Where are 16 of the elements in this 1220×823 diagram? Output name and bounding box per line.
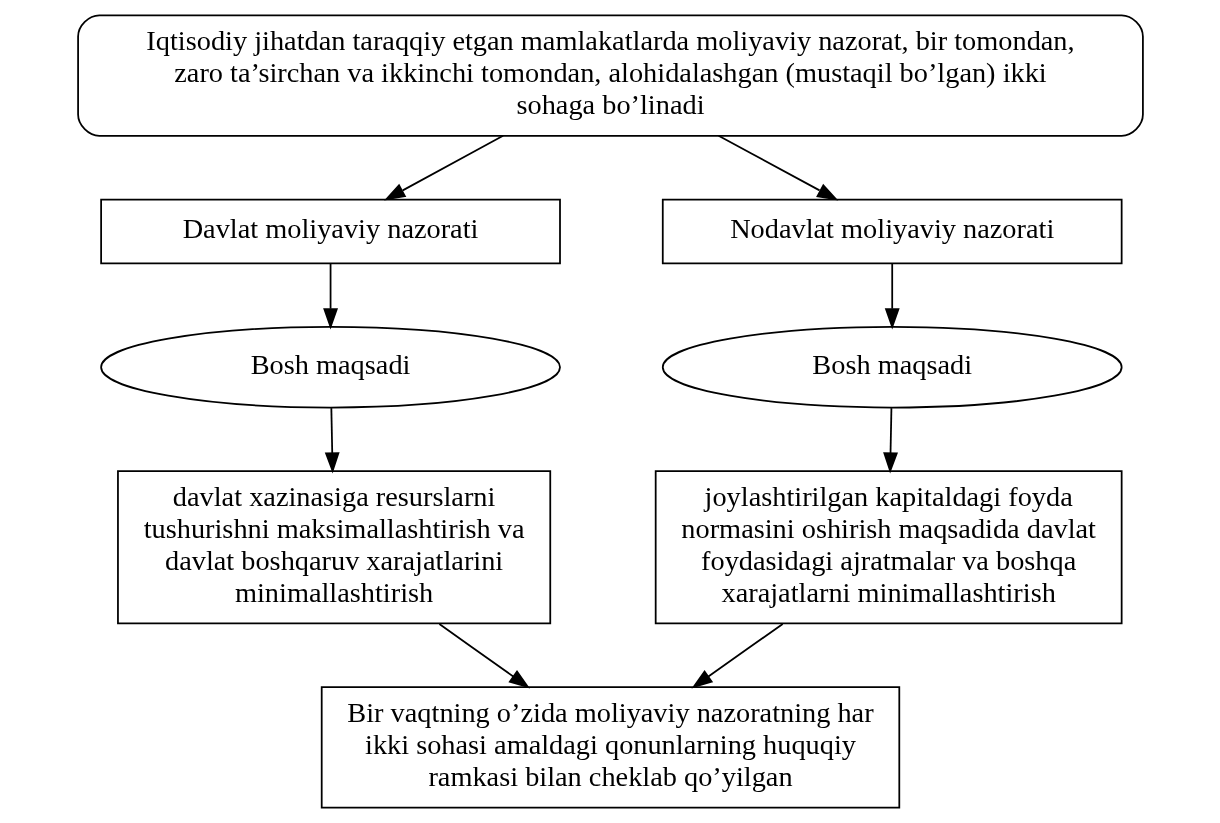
- arrow: [383, 134, 504, 201]
- node-box: Iqtisodiy jihatdan taraqqiy etgan mamlakatlarda moliyaviy nazorat, bir tomondan, zaro ta’sirchan va ikkinchi tomondan, alohidalashgan (mustaqil bo’lgan) ikki sohaga bo’linadi: [76, 14, 1144, 137]
- arrow: [691, 623, 784, 689]
- node-box: davlat xazinasiga resurslarni tushurishni maksimallashtirish va davlat boshqaruv xarajatlarini minimallashtirish: [116, 470, 551, 625]
- node-box: Bir vaqtning o’zida moliyaviy nazoratning har ikki sohasi amaldagi qonunlarning huquqiy ramkasi bilan cheklab qo’yilgan: [320, 686, 900, 809]
- node-ellipse: Bosh maqsadi: [661, 326, 1123, 409]
- node-box: Davlat moliyaviy nazorati: [99, 198, 561, 265]
- node-box: Nodavlat moliyaviy nazorati: [661, 198, 1123, 265]
- node-box: joylashtirilgan kapitaldagi foyda normasini oshirish maqsadida davlat foydasidagi ajratmalar va boshqa xarajatlarni minimallashtirish: [654, 470, 1123, 625]
- arrow: [717, 134, 838, 201]
- arrow: [324, 407, 340, 474]
- node-ellipse: Bosh maqsadi: [99, 326, 561, 409]
- arrow: [322, 263, 338, 330]
- arrow: [438, 623, 530, 689]
- arrow: [882, 407, 898, 474]
- arrow: [884, 263, 900, 330]
